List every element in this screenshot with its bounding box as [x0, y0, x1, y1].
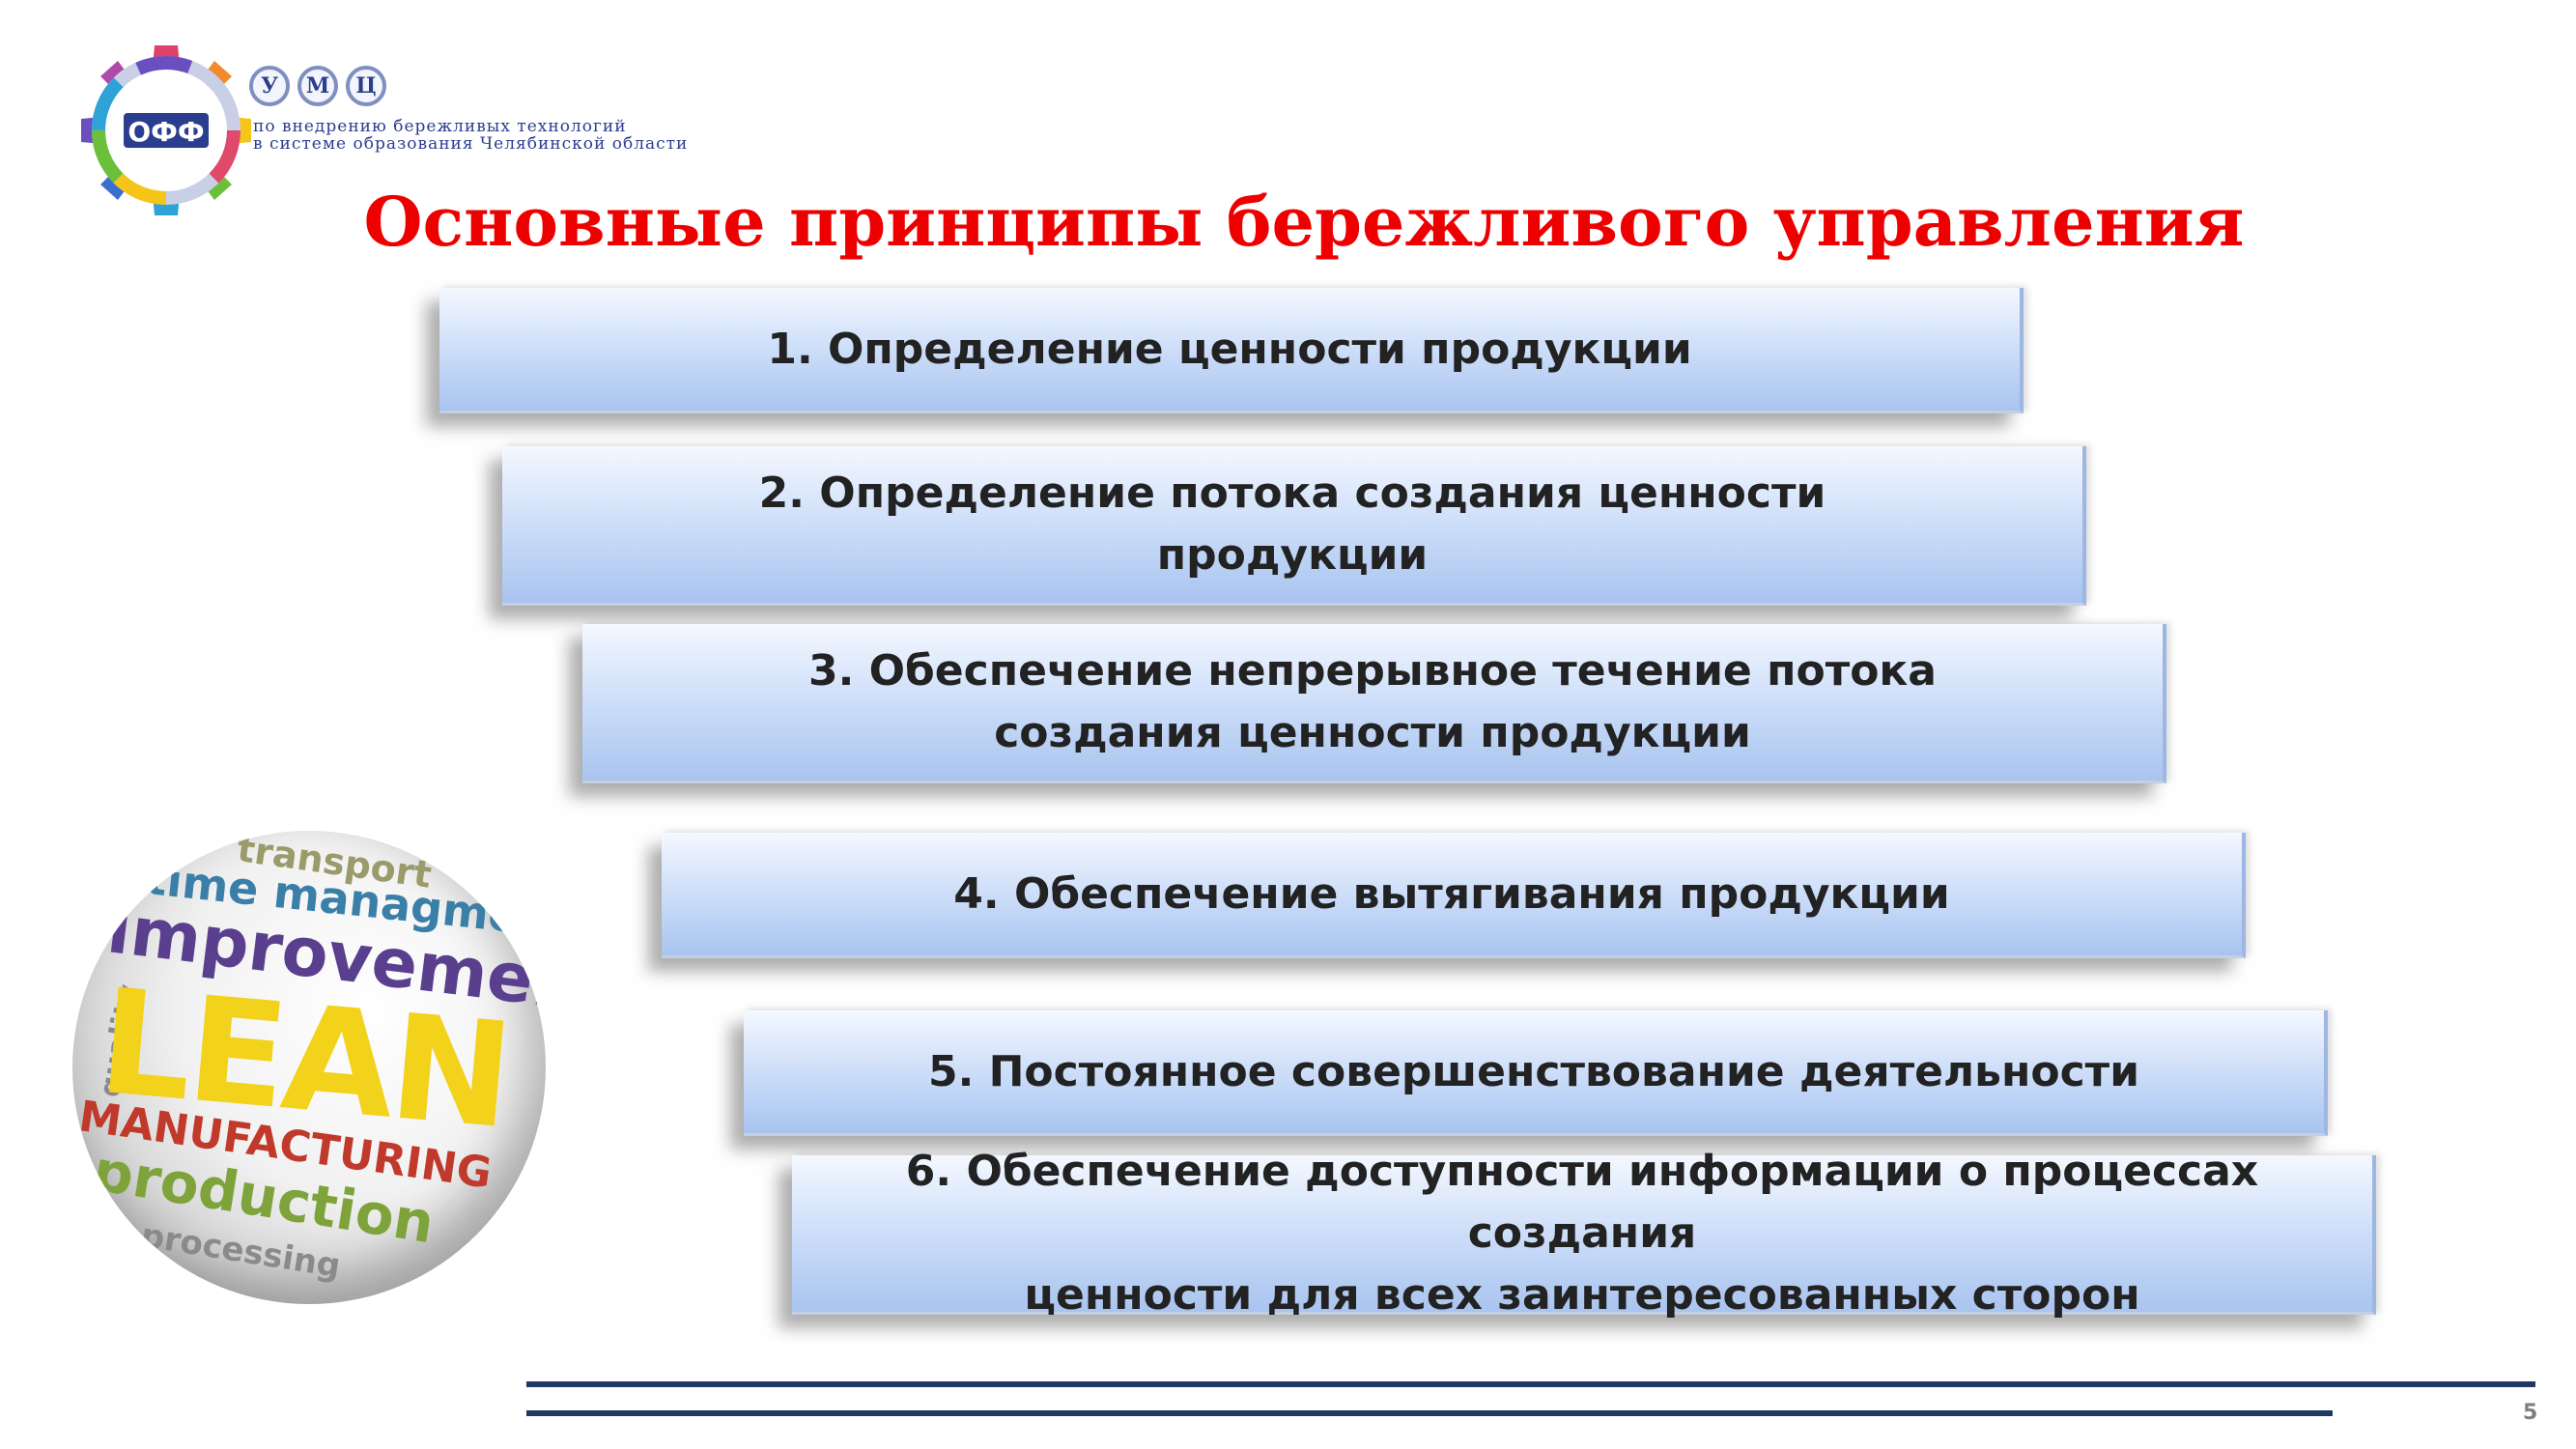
principle-6: 6. Обеспечение доступности информации о … [792, 1147, 2376, 1320]
logo-letter: Ц [346, 66, 386, 106]
principle-5: 5. Постоянное совершенствование деятельн… [744, 1010, 2328, 1136]
slide-title: Основные принципы бережливого управления [363, 182, 2245, 262]
principle-text: 1. Определение ценности продукции [767, 324, 1692, 374]
gear-logo-icon: ОФФ [81, 45, 251, 215]
organization-logo: ОФФ У М Ц по внедрению бережливых технол… [77, 39, 773, 217]
logo-letters: У М Ц [249, 66, 386, 106]
logo-letter: М [297, 66, 338, 106]
principle-text: ценности для всех заинтересованных сторо… [1024, 1270, 2140, 1320]
logo-caption-line: по внедрению бережливых технологий [253, 117, 627, 136]
principle-text: 5. Постоянное совершенствование деятельн… [927, 1046, 2140, 1096]
principle-text: продукции [1156, 530, 1429, 580]
logo-letter: У [249, 66, 290, 106]
footer-rule-top [526, 1381, 2535, 1387]
principle-text: 4. Обеспечение вытягивания продукции [953, 868, 1950, 919]
logo-caption-line: в системе образования Челябинской област… [253, 134, 689, 154]
footer-rule-bottom [526, 1410, 2333, 1416]
lean-word-cloud-image: transport time managment improvement qua… [72, 831, 546, 1304]
logo-mark-text: ОФФ [127, 116, 204, 148]
principle-4: 4. Обеспечение вытягивания продукции [662, 833, 2246, 958]
principle-2: 2. Определение потока создания ценности … [502, 446, 2086, 606]
page-number: 5 [2523, 1401, 2538, 1425]
logo-caption: по внедрению бережливых технологий в сис… [253, 118, 688, 153]
principle-text: 3. Обеспечение непрерывное течение поток… [808, 646, 1937, 696]
principle-text: создания ценности продукции [994, 708, 1751, 757]
principle-text: 6. Обеспечение доступности информации о … [905, 1147, 2259, 1258]
principle-text: 2. Определение потока создания ценности [758, 469, 1826, 518]
principle-1: 1. Определение ценности продукции [439, 288, 2024, 413]
principle-3: 3. Обеспечение непрерывное течение поток… [582, 624, 2166, 783]
